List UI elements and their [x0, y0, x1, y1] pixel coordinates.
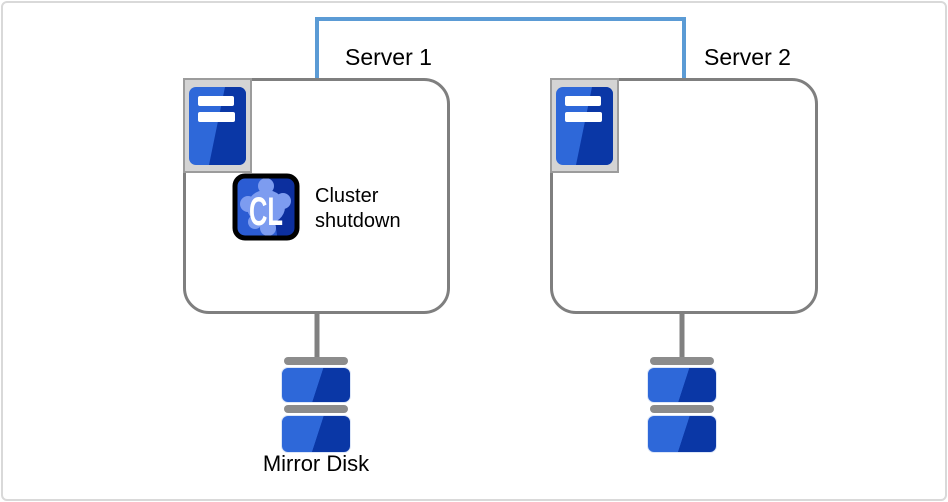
disk-platter	[281, 415, 351, 453]
mirror-disk-label: Mirror Disk	[262, 451, 370, 476]
cl-icon-text: CL	[249, 190, 283, 234]
tower-server-icon	[556, 86, 613, 165]
disk-top-bar	[650, 357, 714, 365]
cluster-shutdown-icon: CL	[232, 173, 300, 241]
interconnect-line	[315, 17, 686, 80]
disk-platter	[647, 415, 717, 453]
disk-platter	[647, 367, 717, 403]
disk-platter	[281, 367, 351, 403]
server2-icon-frame	[550, 78, 619, 173]
tower-server-icon	[189, 86, 246, 165]
cluster-shutdown-label: Cluster shutdown	[315, 185, 401, 232]
server1-icon-frame	[183, 78, 252, 173]
mirror-disk-icon-server1	[281, 357, 351, 453]
disk-top-bar	[284, 357, 348, 365]
server2-label: Server 2	[704, 44, 791, 70]
cluster-app-icon: CL	[231, 172, 301, 242]
cluster-splat-shape	[240, 178, 291, 236]
server1-label: Server 1	[345, 44, 432, 70]
mirror-disk-icon-server2	[647, 357, 717, 453]
disk-middle-bar	[284, 405, 348, 413]
disk-middle-bar	[650, 405, 714, 413]
